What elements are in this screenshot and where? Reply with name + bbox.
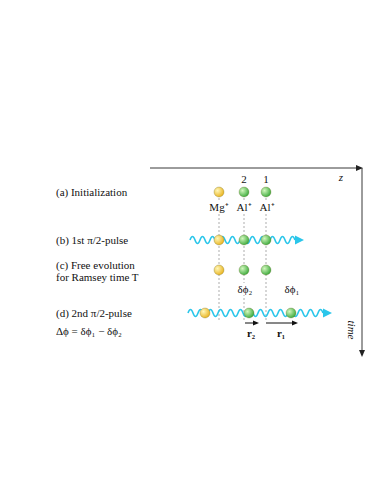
- al-ion: [239, 235, 249, 245]
- equation: Δϕ = δϕ₁ − δϕ₂: [55, 325, 123, 337]
- axis-label: time: [346, 320, 358, 341]
- phase-label: δϕ₁: [284, 283, 301, 295]
- guide-line: [219, 198, 220, 322]
- step-label: (d) 2nd π/2-pulse: [55, 307, 133, 319]
- displacement-arrow: [245, 323, 253, 324]
- mg-ion: [214, 235, 224, 245]
- mg-ion: [214, 265, 224, 275]
- guide-line: [244, 198, 245, 322]
- time-axis: [362, 168, 363, 350]
- guide-line: [266, 198, 267, 322]
- al-ion: [261, 235, 271, 245]
- displacement-arrowhead: [253, 321, 259, 326]
- displacement-label: r₁: [276, 327, 286, 339]
- axis-label: z: [338, 171, 344, 183]
- al-ion: [239, 265, 249, 275]
- ion-name: Mg⁺: [208, 201, 229, 213]
- al-ion: [286, 308, 296, 318]
- step-label: (b) 1st π/2-pulse: [55, 234, 129, 246]
- ion-number: 2: [240, 173, 248, 185]
- al-ion: [239, 187, 249, 197]
- ion-name: Al⁺: [236, 201, 253, 213]
- mg-ion: [200, 308, 210, 318]
- ion-number: 1: [262, 173, 270, 185]
- displacement-arrowhead: [292, 321, 298, 326]
- pulse-arrowhead: [323, 309, 332, 318]
- step-label: (c) Free evolution for Ramsey time T: [55, 259, 143, 283]
- ion-name: Al⁺: [259, 201, 276, 213]
- pulse-arrowhead: [295, 236, 304, 245]
- al-ion: [261, 265, 271, 275]
- ions: [200, 187, 296, 318]
- al-ion: [244, 308, 254, 318]
- displacement-arrow: [266, 323, 292, 324]
- displacement-label: r₂: [246, 327, 256, 339]
- al-ion: [261, 187, 271, 197]
- z-axis: [150, 168, 356, 169]
- mg-ion: [214, 187, 224, 197]
- step-label: (a) Initialization: [55, 186, 128, 198]
- phase-label: δϕ₂: [237, 283, 254, 295]
- position-guides: [219, 198, 266, 322]
- time-arrowhead: [359, 350, 365, 357]
